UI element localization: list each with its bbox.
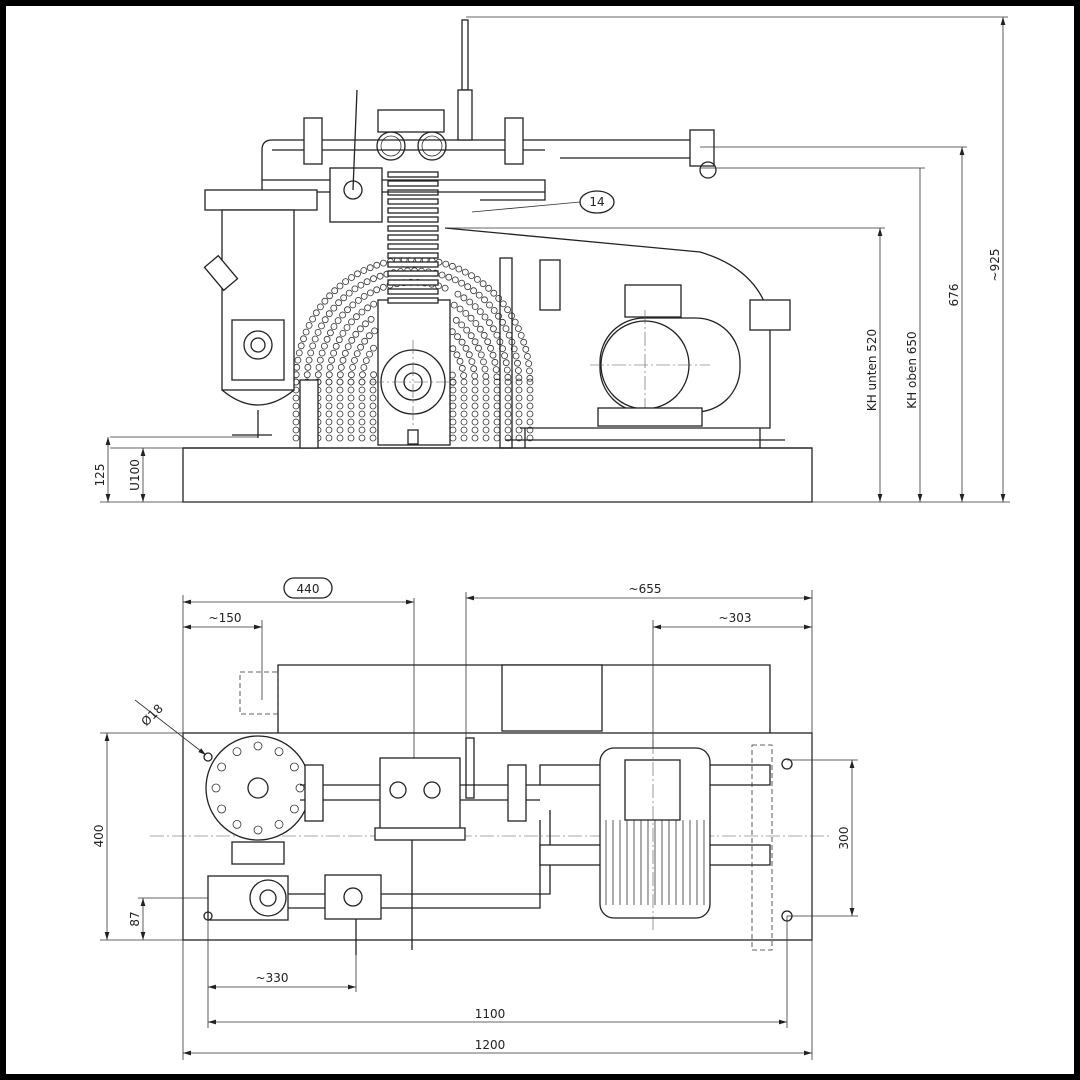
antenna-sensor	[461, 19, 469, 91]
dim-303: ~303	[719, 611, 752, 625]
callout-bubble	[579, 190, 615, 214]
valve-handle	[352, 89, 358, 191]
dim-925: ~925	[988, 249, 1002, 282]
dim-125: 125	[93, 464, 107, 487]
cylinder-fins	[387, 171, 439, 304]
dim-1100: 1100	[475, 1007, 506, 1021]
dim-440: 440	[297, 582, 320, 596]
terminal-box-top	[501, 664, 603, 732]
side-view-dimensions	[100, 16, 1010, 503]
dim-kh-oben: KH oben 650	[905, 331, 919, 408]
dim-400: 400	[92, 825, 106, 848]
dim-150: ~150	[209, 611, 242, 625]
dim-676: 676	[947, 284, 961, 307]
compressor-head-top	[379, 757, 461, 831]
motor-terminal-box	[624, 284, 682, 318]
dim-300: 300	[837, 827, 851, 850]
dim-87: 87	[128, 911, 142, 926]
dim-655: ~655	[629, 582, 662, 596]
dim-1200: 1200	[475, 1038, 506, 1052]
base-frame	[182, 447, 813, 503]
side-view	[110, 19, 813, 503]
top-view	[150, 664, 830, 955]
filter-flange-top	[205, 735, 311, 841]
filter-flange	[204, 189, 318, 211]
dim-u100: U100	[128, 459, 142, 491]
dim-kh-unten: KH unten 520	[865, 329, 879, 411]
top-view-dimensions	[100, 577, 858, 1060]
valve-block	[329, 167, 383, 223]
callout-14: 14	[589, 195, 604, 209]
dim-330: ~330	[256, 971, 289, 985]
